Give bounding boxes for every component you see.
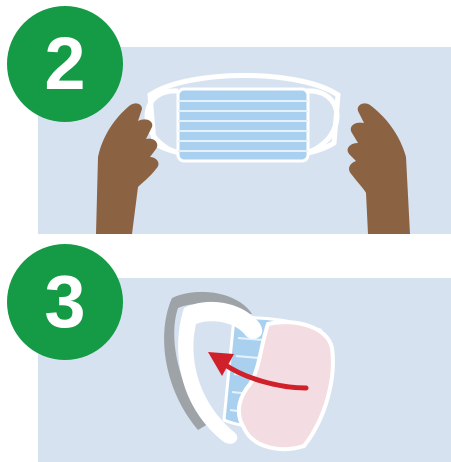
step-2-badge: 2 xyxy=(7,6,123,122)
step-number: 2 xyxy=(44,27,85,101)
surgical-mask xyxy=(178,89,308,161)
step-3-badge: 3 xyxy=(7,244,123,360)
step-number: 3 xyxy=(44,265,85,339)
